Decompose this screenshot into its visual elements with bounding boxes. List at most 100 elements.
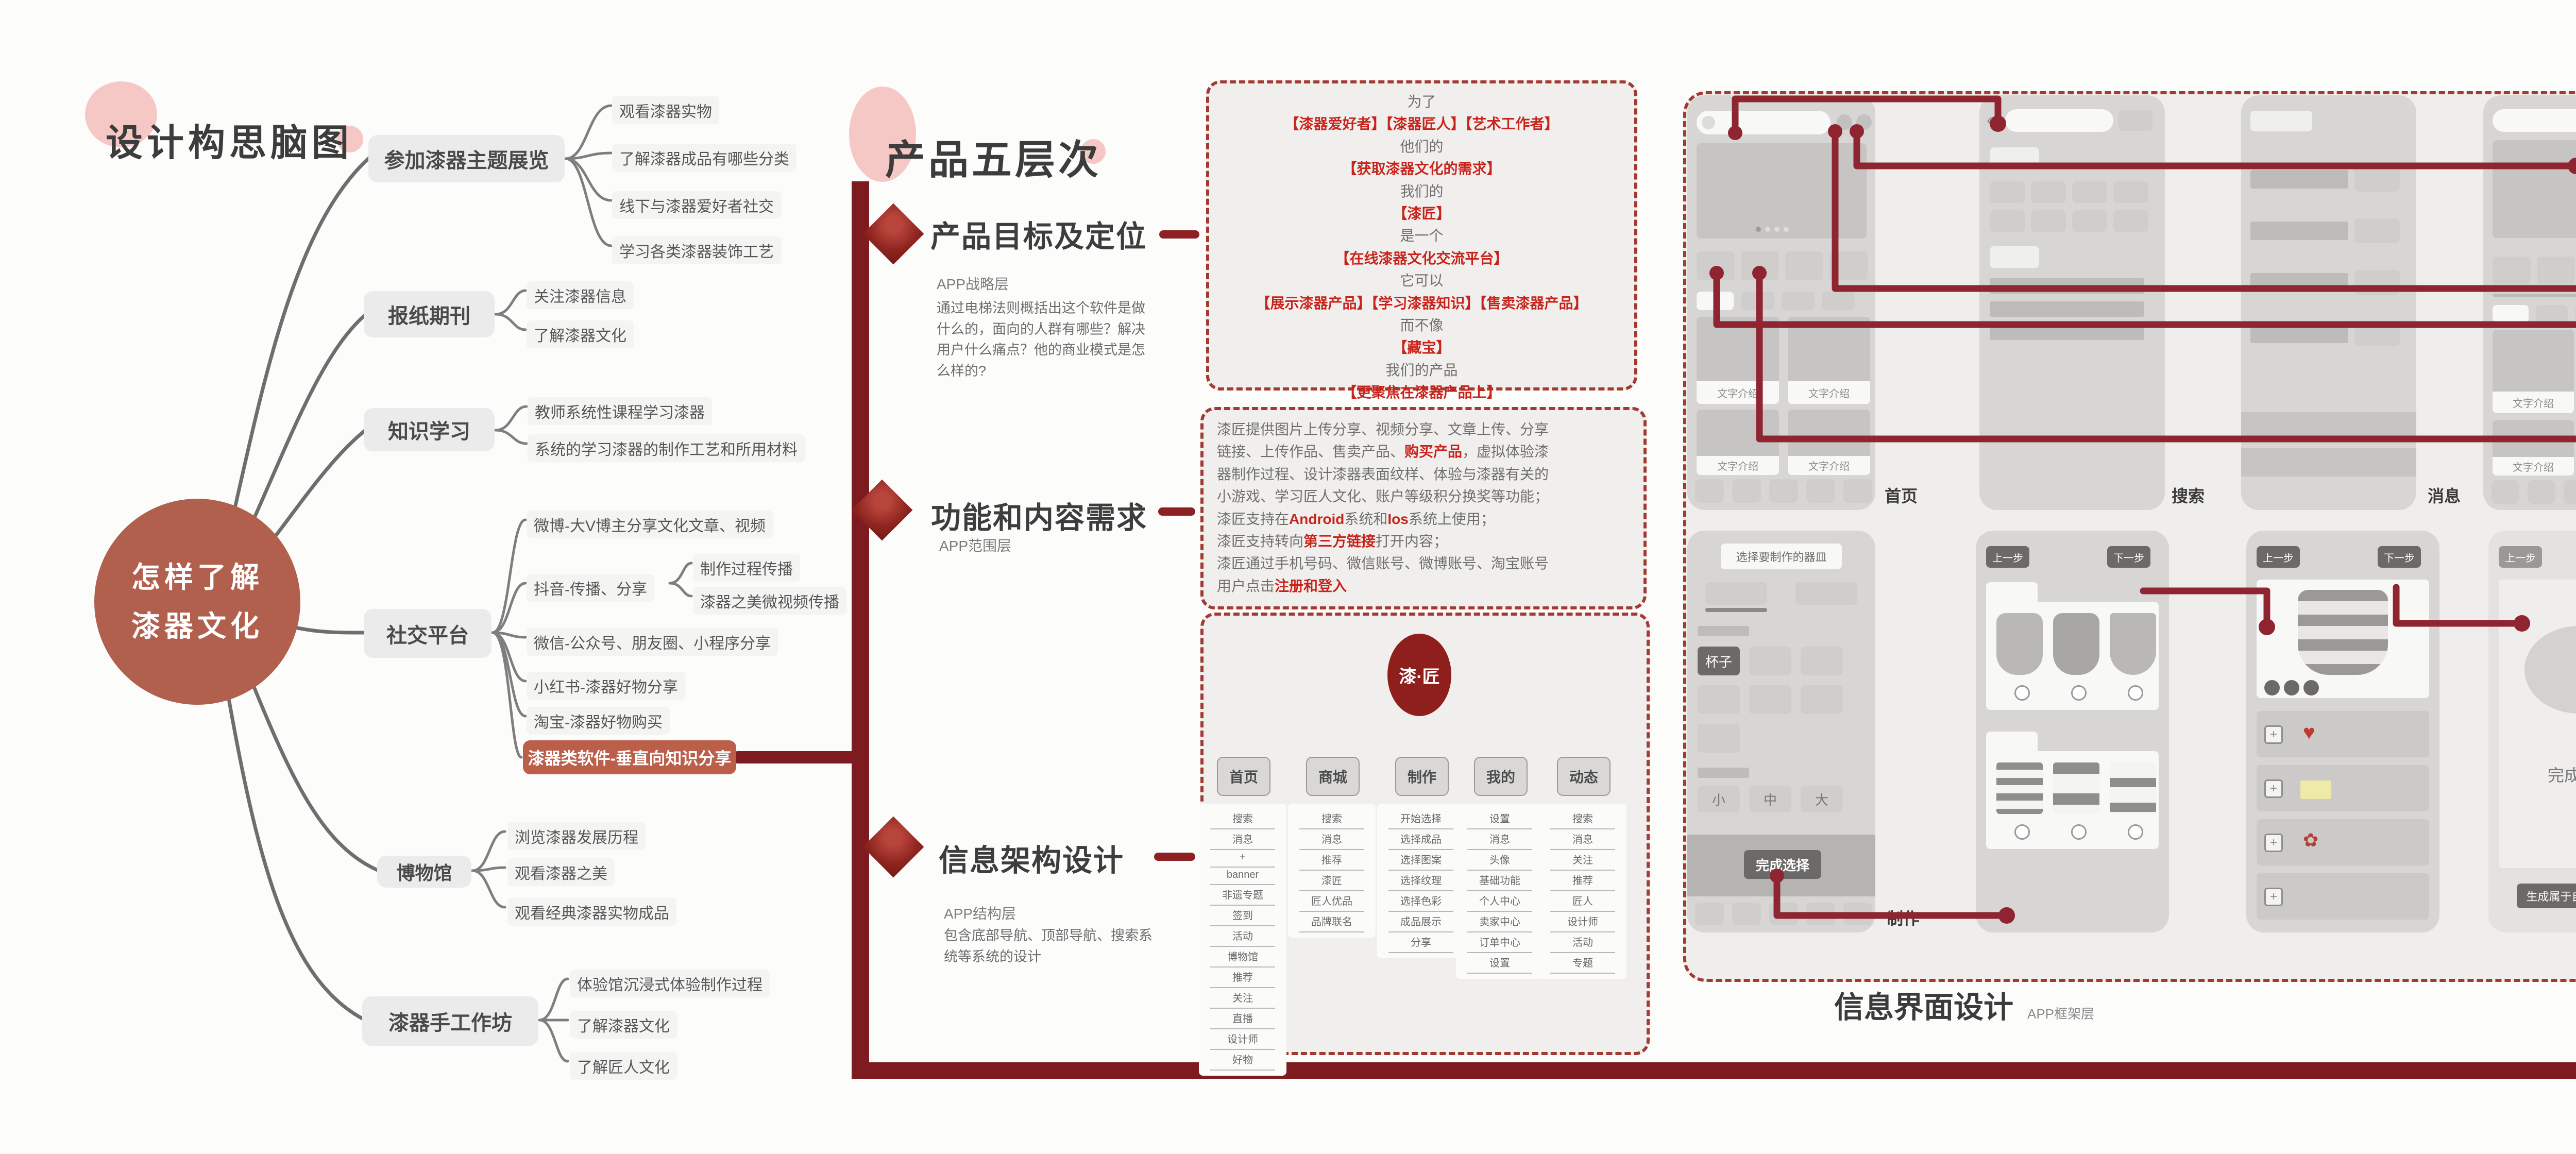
prev-step-button[interactable]: 上一步: [1986, 546, 2029, 568]
feed-card-image[interactable]: [1697, 410, 1779, 456]
size-chip-large[interactable]: 大: [1801, 786, 1843, 812]
radio-option[interactable]: [2071, 824, 2087, 840]
vessel-chip[interactable]: [1698, 724, 1740, 753]
banner-carousel[interactable]: [2493, 140, 2576, 238]
nav-button[interactable]: [2564, 480, 2576, 504]
search-input[interactable]: [2005, 109, 2113, 132]
nav-button[interactable]: [1732, 903, 1761, 925]
vessel-chip[interactable]: [1698, 685, 1740, 714]
vessel-chip[interactable]: [1749, 685, 1791, 714]
nav-button[interactable]: [1769, 479, 1798, 503]
search-input[interactable]: [2493, 109, 2576, 132]
color-dot[interactable]: [2303, 680, 2319, 695]
nav-button[interactable]: [1806, 479, 1835, 503]
add-element-button[interactable]: +: [2264, 888, 2283, 906]
vessel-chip[interactable]: [1749, 647, 1791, 675]
shape-tab[interactable]: [1986, 582, 2038, 602]
heart-sticker-icon[interactable]: ♥: [2303, 721, 2315, 744]
radio-option[interactable]: [2014, 824, 2030, 840]
radio-option[interactable]: [2071, 685, 2087, 701]
message-action-button[interactable]: [2354, 167, 2400, 192]
search-tag[interactable]: [2072, 181, 2107, 203]
plus-icon[interactable]: [1856, 114, 1872, 130]
nav-button[interactable]: [1843, 903, 1872, 925]
nav-button[interactable]: [1843, 479, 1872, 503]
category-chip[interactable]: [2493, 257, 2531, 284]
vessel-chip[interactable]: [1801, 647, 1843, 675]
sticker-swatch[interactable]: [2300, 780, 2331, 799]
tab[interactable]: [2536, 305, 2568, 323]
search-tag[interactable]: [2113, 210, 2148, 232]
banner-carousel[interactable]: [1697, 143, 1867, 239]
confirm-selection-button[interactable]: 完成选择: [1744, 850, 1821, 879]
search-tag[interactable]: [1990, 181, 2025, 203]
message-block[interactable]: [2241, 412, 2416, 440]
prev-step-button[interactable]: 上一步: [2499, 546, 2542, 568]
search-button[interactable]: [2119, 110, 2153, 131]
add-element-button[interactable]: +: [2264, 834, 2283, 852]
add-element-button[interactable]: +: [2264, 779, 2283, 798]
vessel-thumbnail[interactable]: [2110, 613, 2156, 675]
radio-option[interactable]: [2128, 685, 2143, 701]
add-element-button[interactable]: +: [2264, 725, 2283, 744]
search-tag[interactable]: [2072, 210, 2107, 232]
prev-step-button[interactable]: 上一步: [2257, 546, 2300, 568]
tab-active[interactable]: [1697, 292, 1734, 310]
feed-card-image[interactable]: [2493, 420, 2574, 457]
feed-card-image[interactable]: [1788, 410, 1870, 456]
nav-button[interactable]: [2492, 480, 2519, 504]
pattern-thumbnail[interactable]: [1996, 762, 2043, 814]
nav-button[interactable]: [1695, 903, 1724, 925]
message-action-button[interactable]: [2354, 321, 2400, 346]
vessel-chip[interactable]: [1801, 685, 1843, 714]
size-chip-medium[interactable]: 中: [1749, 786, 1791, 812]
next-step-button[interactable]: 下一步: [2378, 546, 2421, 568]
generate-button[interactable]: 生成属于自己的漆器: [2517, 884, 2576, 908]
search-tag[interactable]: [2113, 181, 2148, 203]
flower-sticker-icon[interactable]: ✿: [2303, 829, 2319, 851]
vessel-thumbnail[interactable]: [1996, 613, 2043, 675]
message-action-button[interactable]: [2354, 270, 2400, 295]
nav-button[interactable]: [1806, 903, 1835, 925]
tab[interactable]: [1822, 292, 1855, 310]
category-chip[interactable]: [2537, 257, 2575, 284]
messages-tab[interactable]: [2250, 111, 2312, 131]
tab[interactable]: [1782, 292, 1815, 310]
message-row[interactable]: [2250, 273, 2348, 292]
search-input[interactable]: [1697, 111, 1831, 134]
color-dot[interactable]: [2284, 680, 2299, 695]
message-icon[interactable]: [1837, 114, 1852, 130]
pattern-tab[interactable]: [1986, 732, 2038, 751]
nav-button[interactable]: [1732, 479, 1761, 503]
pattern-thumbnail[interactable]: [2053, 762, 2099, 814]
pattern-thumbnail[interactable]: [2110, 762, 2156, 814]
tab[interactable]: [1741, 292, 1774, 310]
history-row[interactable]: [1990, 278, 2144, 294]
feed-card-image[interactable]: [1788, 317, 1870, 381]
tab-active[interactable]: [2493, 305, 2529, 323]
message-action-button[interactable]: [2354, 218, 2400, 243]
category-chip[interactable]: [1697, 251, 1735, 280]
search-tag[interactable]: [1990, 210, 2025, 232]
make-tab[interactable]: [1795, 582, 1857, 605]
feed-card-image[interactable]: [1697, 317, 1779, 381]
vessel-thumbnail[interactable]: [2053, 613, 2099, 675]
search-tag[interactable]: [2031, 181, 2066, 203]
color-dot[interactable]: [2264, 680, 2280, 695]
history-row[interactable]: [1990, 301, 2144, 317]
message-row[interactable]: [2250, 170, 2348, 189]
next-step-button[interactable]: 下一步: [2107, 546, 2150, 568]
nav-button[interactable]: [1769, 903, 1798, 925]
category-chip[interactable]: [1829, 251, 1868, 280]
nav-button[interactable]: [2528, 480, 2555, 504]
feed-card-image[interactable]: [2493, 330, 2574, 392]
radio-option[interactable]: [2014, 685, 2030, 701]
message-block[interactable]: [2241, 448, 2416, 477]
category-chip[interactable]: [1741, 251, 1779, 280]
radio-option[interactable]: [2128, 824, 2143, 840]
message-row[interactable]: [2250, 325, 2348, 343]
category-chip[interactable]: [1785, 251, 1823, 280]
history-row[interactable]: [1990, 325, 2144, 340]
message-row[interactable]: [2250, 222, 2348, 240]
size-chip-small[interactable]: 小: [1698, 786, 1740, 812]
